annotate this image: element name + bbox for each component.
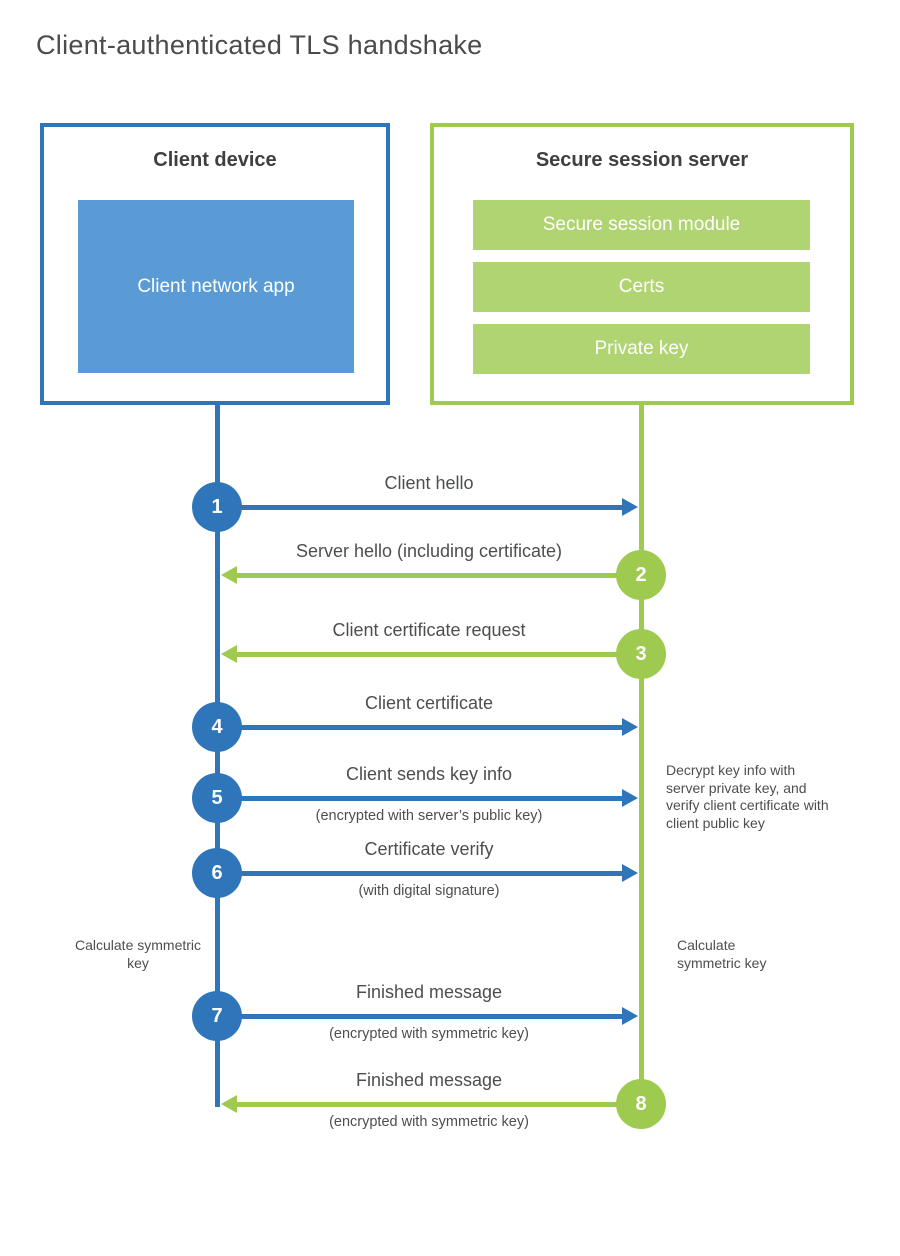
- client-device-title: Client device: [153, 149, 277, 171]
- message-arrow-right-icon: [240, 718, 638, 736]
- step-number-badge: 8: [616, 1079, 666, 1129]
- message-label: Finished message: [355, 1070, 503, 1090]
- message-sublabel: (encrypted with server’s public key): [315, 808, 543, 824]
- message-label: Client certificate request: [332, 620, 526, 640]
- message-arrow-right-icon: [240, 789, 638, 807]
- step-number-badge: 1: [192, 482, 242, 532]
- step-number-badge: 4: [192, 702, 242, 752]
- message-label: Server hello (including certificate): [295, 541, 563, 561]
- message-label: Finished message: [355, 982, 503, 1002]
- message-arrow-left-icon: [221, 1095, 618, 1113]
- client-device-box: Client device Client network app: [40, 123, 390, 405]
- step-number-badge: 7: [192, 991, 242, 1041]
- server-calculate-key-note: Calculate symmetric key: [677, 937, 767, 971]
- secure-session-server-box: Secure session server Secure session mod…: [430, 123, 854, 405]
- message-sublabel: (encrypted with symmetric key): [329, 1026, 529, 1042]
- step-number-badge: 3: [616, 629, 666, 679]
- client-network-app-box: Client network app: [78, 200, 354, 373]
- message-arrow-right-icon: [240, 864, 638, 882]
- step-number-badge: 2: [616, 550, 666, 600]
- step-number-badge: 5: [192, 773, 242, 823]
- message-arrow-right-icon: [240, 498, 638, 516]
- server-decrypt-note: Decrypt key info with server private key…: [666, 762, 829, 831]
- message-sublabel: (with digital signature): [358, 883, 500, 899]
- message-sublabel: (encrypted with symmetric key): [329, 1114, 529, 1130]
- message-arrow-left-icon: [221, 566, 618, 584]
- server-lifeline: [639, 404, 644, 1129]
- client-network-app-label: Client network app: [137, 275, 295, 297]
- step-number-badge: 6: [192, 848, 242, 898]
- server-module-certs: Certs: [473, 262, 810, 312]
- message-label: Client hello: [384, 473, 474, 493]
- server-module-secure-session: Secure session module: [473, 200, 810, 250]
- message-arrow-left-icon: [221, 645, 618, 663]
- server-module-private-key: Private key: [473, 324, 810, 374]
- page-title: Client-authenticated TLS handshake: [36, 30, 483, 60]
- message-label: Certificate verify: [364, 839, 494, 859]
- message-label: Client sends key info: [345, 764, 513, 784]
- secure-session-server-title: Secure session server: [535, 149, 749, 171]
- client-lifeline: [215, 404, 220, 1107]
- client-calculate-key-note: Calculate symmetric key: [74, 937, 202, 971]
- message-label: Client certificate: [364, 693, 494, 713]
- message-arrow-right-icon: [240, 1007, 638, 1025]
